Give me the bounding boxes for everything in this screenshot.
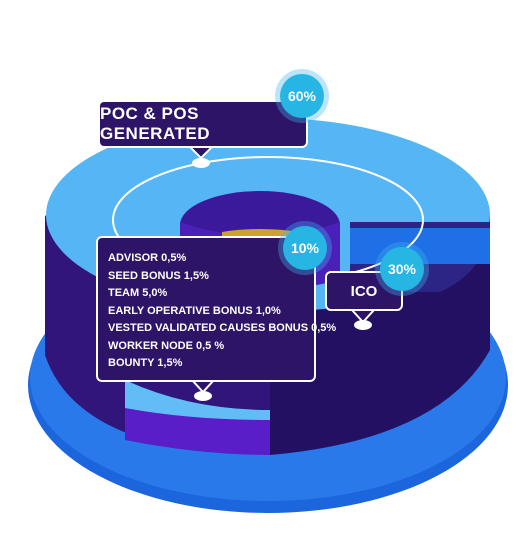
slice-value-10: 10%: [290, 240, 320, 256]
slice-label-ico: ICO: [350, 282, 378, 300]
callout-breakdown: ADVISOR 0,5% SEED BONUS 1,5% TEAM 5,0% E…: [96, 236, 337, 382]
badge-60-percent: 60%: [280, 74, 324, 118]
breakdown-item-bounty: BOUNTY 1,5%: [108, 357, 183, 369]
callout-poc-pos: POC & POS GENERATED: [98, 100, 308, 148]
breakdown-item-team: TEAM 5,0%: [108, 287, 168, 299]
badge-10-percent: 10%: [283, 226, 327, 270]
slice-10-top: [125, 380, 270, 420]
callout-main-dot: [192, 158, 210, 168]
badge-30-percent: 30%: [380, 247, 424, 291]
breakdown-item-early-operative-bonus: EARLY OPERATIVE BONUS 1,0%: [108, 304, 281, 317]
slice-value-60: 60%: [287, 88, 317, 104]
callout-list-dot: [194, 391, 212, 401]
callout-ico: ICO: [325, 271, 403, 311]
slice-value-30: 30%: [387, 261, 417, 277]
callout-ico-dot: [354, 320, 372, 330]
breakdown-item-worker-node: WORKER NODE 0,5 %: [108, 339, 225, 352]
slice-label-poc-pos: POC & POS GENERATED: [100, 104, 210, 143]
breakdown-item-vested-validated-causes-bonus: VESTED VALIDATED CAUSES BONUS 0,5%: [108, 322, 337, 334]
breakdown-item-seed-bonus: SEED BONUS 1,5%: [108, 269, 209, 282]
breakdown-item-advisor: ADVISOR 0,5%: [108, 252, 187, 264]
